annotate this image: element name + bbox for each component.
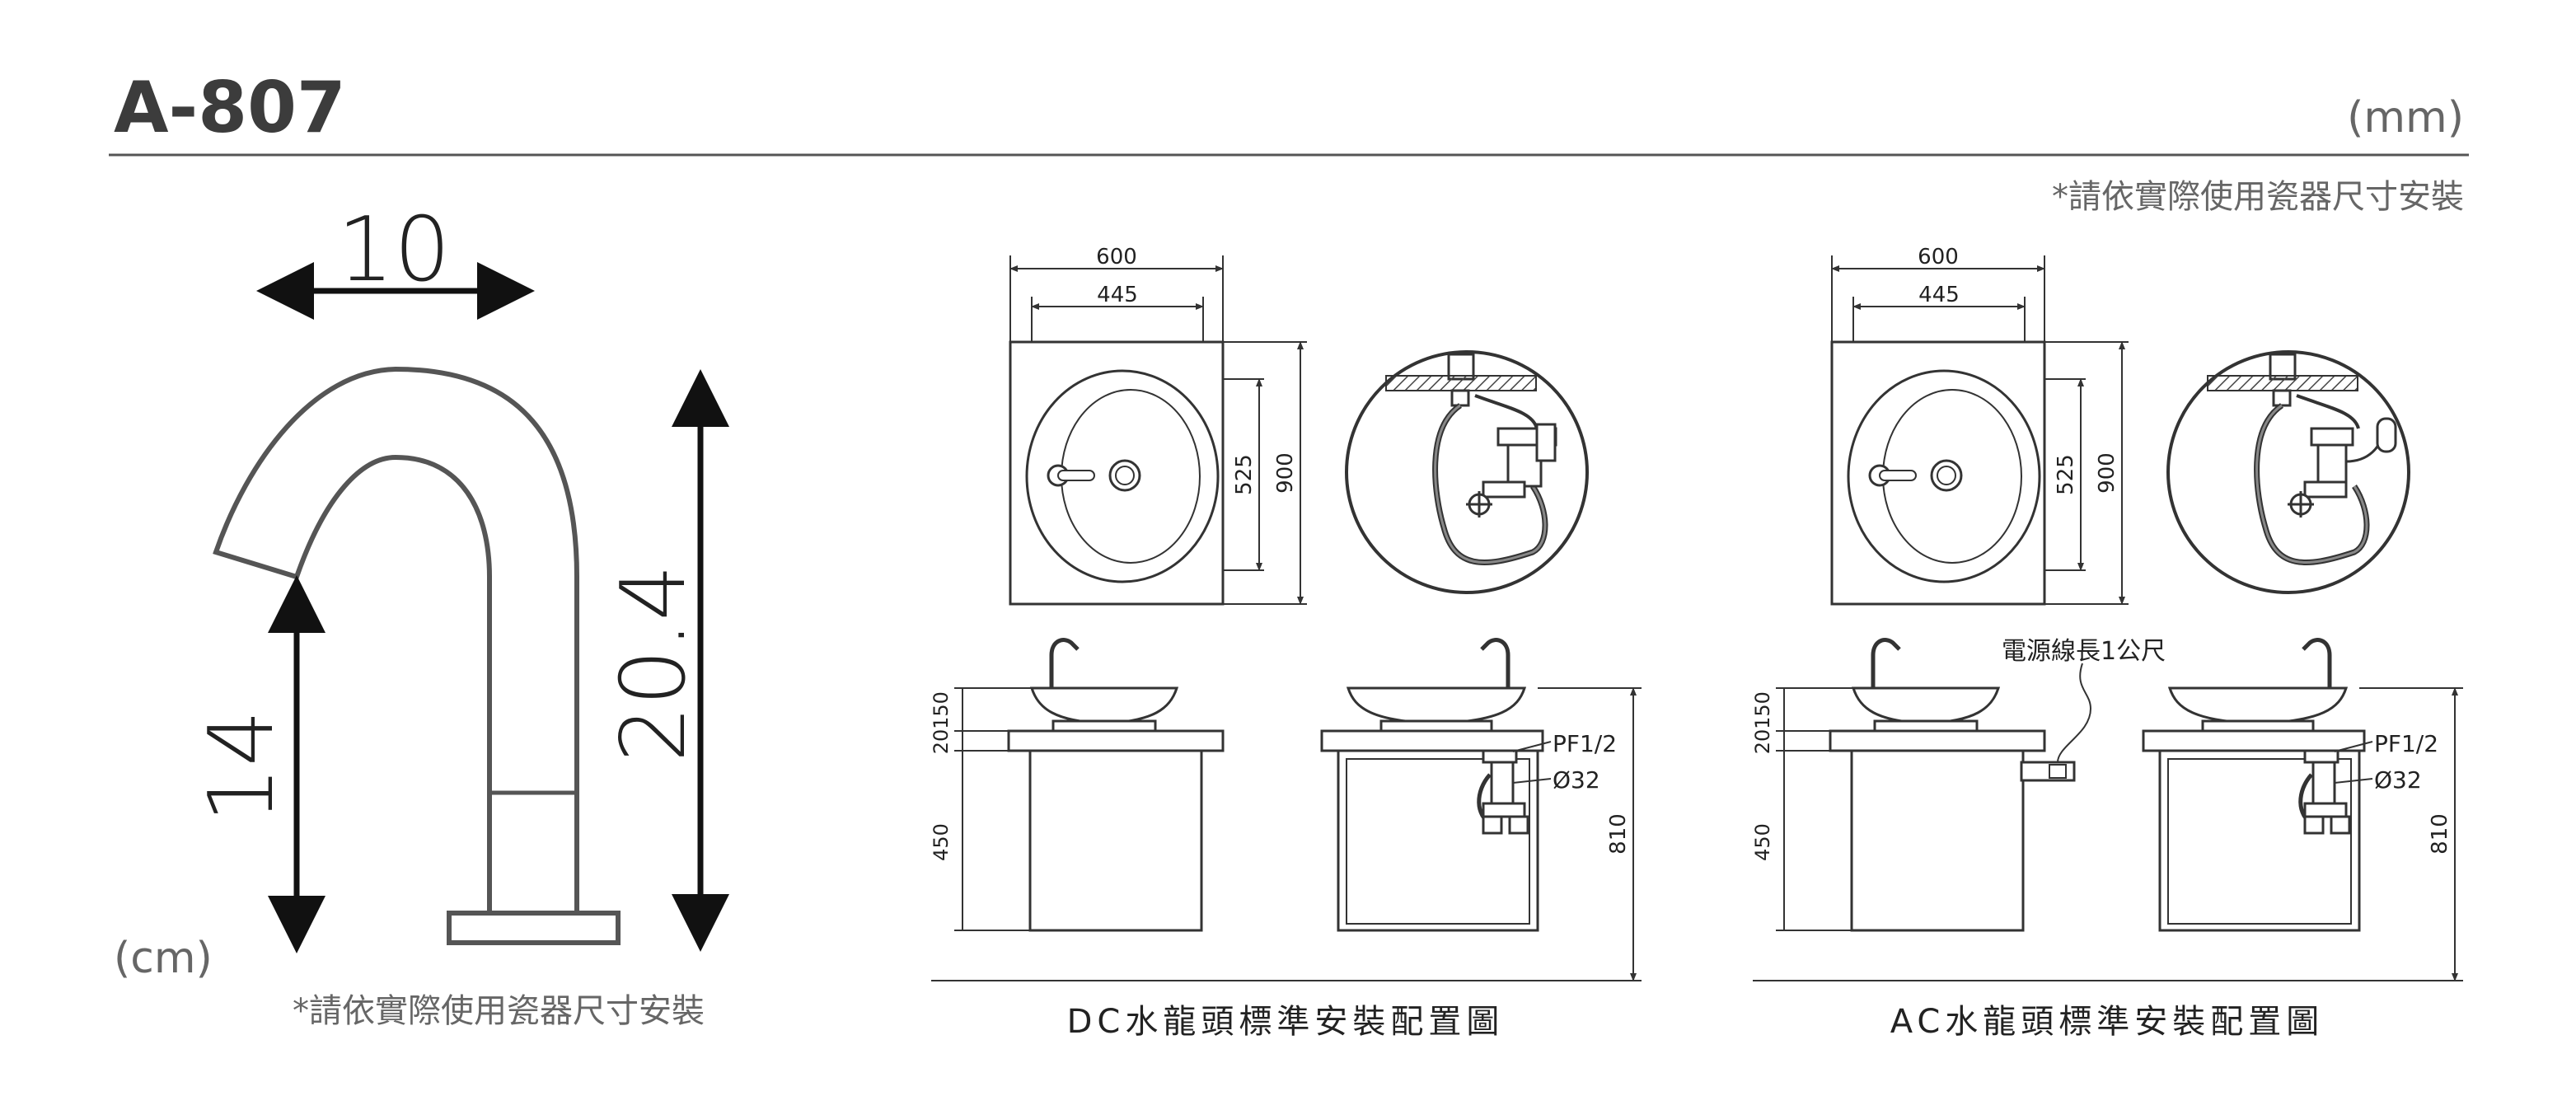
install-note-bottom: *請依實際使用瓷器尺寸安裝 — [293, 992, 705, 1030]
dc-top-view: 600 445 525 900 — [1009, 245, 1307, 606]
dc-width-600: 600 — [1096, 245, 1137, 269]
ac-panel: 600 445 525 900 — [1751, 245, 2463, 1041]
dc-front-view: 150 20 450 — [930, 638, 1225, 932]
dc-caption: DC水龍頭標準安裝配置圖 — [1067, 1003, 1505, 1041]
spout-height-label: 14 — [190, 710, 293, 822]
ac-dim-20: 20 — [1751, 729, 1774, 755]
ac-dim-810: 810 — [2428, 813, 2452, 855]
dc-depth-900: 900 — [1273, 452, 1298, 494]
width-label: 10 — [337, 199, 450, 302]
dc-detail-circle — [1345, 350, 1589, 594]
model-title: A-807 — [114, 67, 346, 149]
dc-dim-450: 450 — [930, 823, 953, 861]
ac-width-600: 600 — [1918, 245, 1959, 269]
faucet-drawing: 10 14 20.4 (cm) *請依實際使用瓷器尺寸安裝 — [114, 199, 729, 1030]
faucet-spout — [213, 366, 579, 916]
ac-pipe-dia: Ø32 — [2374, 766, 2422, 794]
ac-pipe-pf: PF1/2 — [2374, 730, 2438, 757]
unit-mm: (mm) — [2347, 93, 2464, 143]
ac-width-445: 445 — [1918, 283, 1960, 307]
dc-panel: 600 445 525 900 — [930, 245, 1642, 1041]
ac-detail-circle — [2166, 350, 2410, 594]
dc-depth-525: 525 — [1232, 454, 1257, 495]
ac-cord-note: 電源線長1公尺 — [2002, 637, 2166, 666]
ac-top-view: 600 445 525 900 — [1830, 245, 2129, 606]
dc-dim-20: 20 — [930, 729, 953, 755]
faucet-base — [447, 911, 621, 945]
ac-caption: AC水龍頭標準安裝配置圖 — [1890, 1003, 2325, 1041]
dc-side-view: PF1/2 Ø32 810 — [1320, 638, 1642, 981]
dc-width-445: 445 — [1097, 283, 1138, 307]
ac-depth-900: 900 — [2095, 452, 2119, 494]
ac-dim-450: 450 — [1751, 823, 1774, 861]
dc-dim-150: 150 — [930, 691, 953, 729]
dc-pipe-dia: Ø32 — [1553, 766, 1600, 794]
ac-depth-525: 525 — [2054, 454, 2078, 495]
ac-dim-150: 150 — [1751, 691, 1774, 729]
install-note-top: *請依實際使用瓷器尺寸安裝 — [2052, 178, 2464, 216]
ac-side-view: PF1/2 Ø32 810 — [2142, 638, 2463, 981]
total-height-label: 20.4 — [602, 564, 705, 762]
unit-cm: (cm) — [114, 934, 213, 983]
ac-front-view: 電源線長1公尺 150 20 450 — [1751, 637, 2166, 932]
dc-pipe-pf: PF1/2 — [1553, 730, 1617, 757]
dc-dim-810: 810 — [1606, 813, 1631, 855]
